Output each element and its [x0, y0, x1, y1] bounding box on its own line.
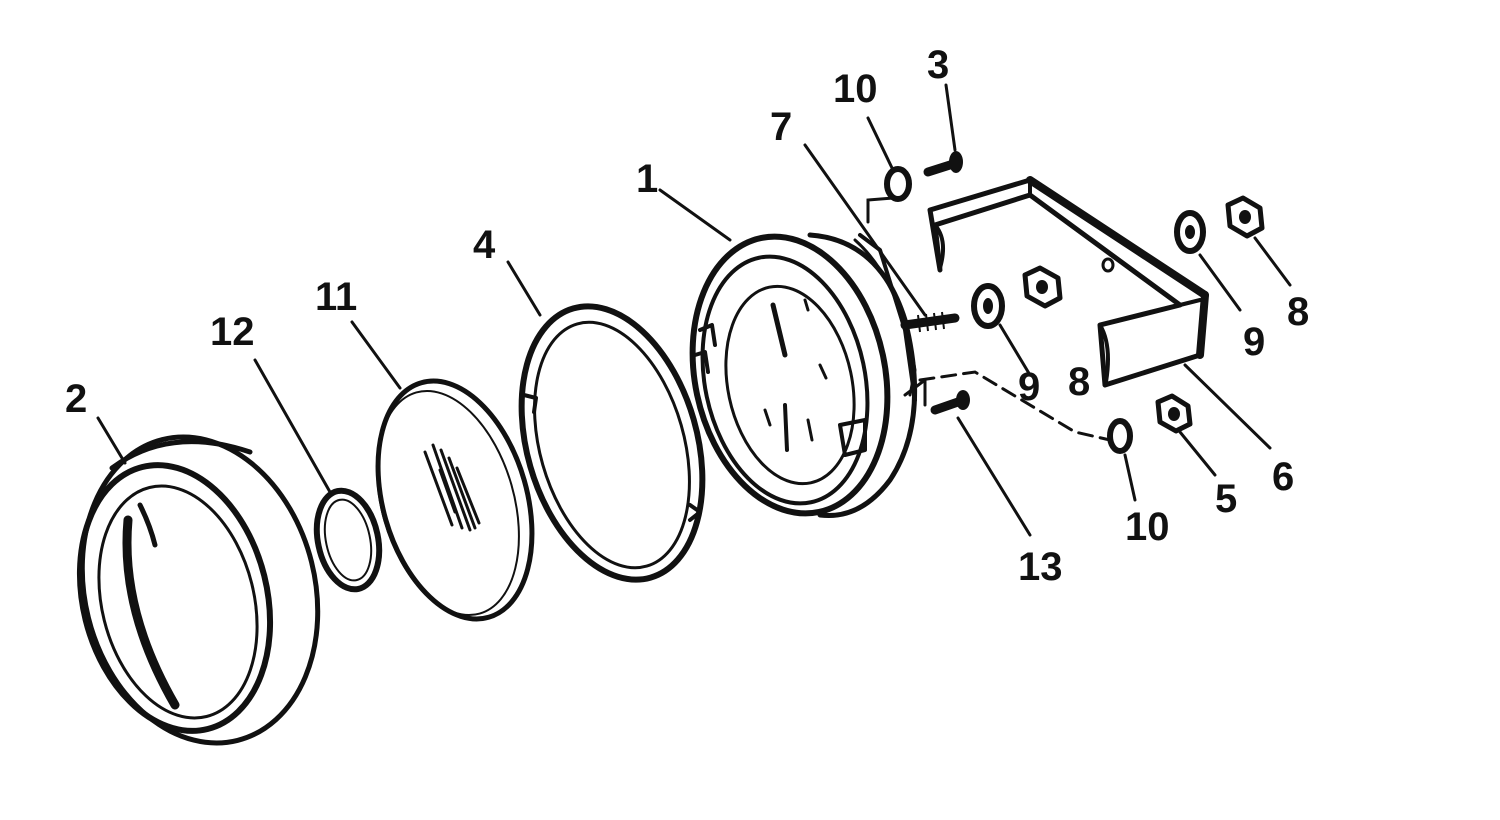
hardware-parts	[884, 151, 1265, 454]
leader-lines	[96, 83, 1292, 537]
callout-labels: 1 2 3 4 5 6 7 8 8 9 9 10 10 11 12 13	[65, 43, 1309, 589]
mounting-bracket-part	[927, 176, 1209, 388]
callout-9-right: 9	[1243, 320, 1265, 364]
callout-8-right: 8	[1287, 290, 1309, 334]
callout-5: 5	[1215, 477, 1237, 521]
callout-10-bottom: 10	[1125, 505, 1170, 549]
callout-9-left: 9	[1018, 365, 1040, 409]
callout-11: 11	[315, 275, 357, 319]
callout-1: 1	[636, 157, 658, 201]
callout-13: 13	[1018, 545, 1063, 589]
callout-12: 12	[210, 310, 255, 354]
lens-glass-part	[375, 378, 535, 622]
callout-3: 3	[927, 43, 949, 87]
gauge-housing-part	[689, 232, 960, 519]
gasket-ring-part	[518, 303, 706, 583]
bezel-part	[76, 434, 321, 746]
callout-2: 2	[65, 377, 87, 421]
callout-4: 4	[473, 223, 496, 267]
small-ring-part	[313, 487, 383, 593]
callout-8-left: 8	[1068, 360, 1090, 404]
callout-10-top: 10	[833, 67, 878, 111]
glass-reflection-hatch	[423, 443, 481, 532]
callout-7: 7	[770, 105, 792, 149]
callout-6: 6	[1272, 455, 1294, 499]
